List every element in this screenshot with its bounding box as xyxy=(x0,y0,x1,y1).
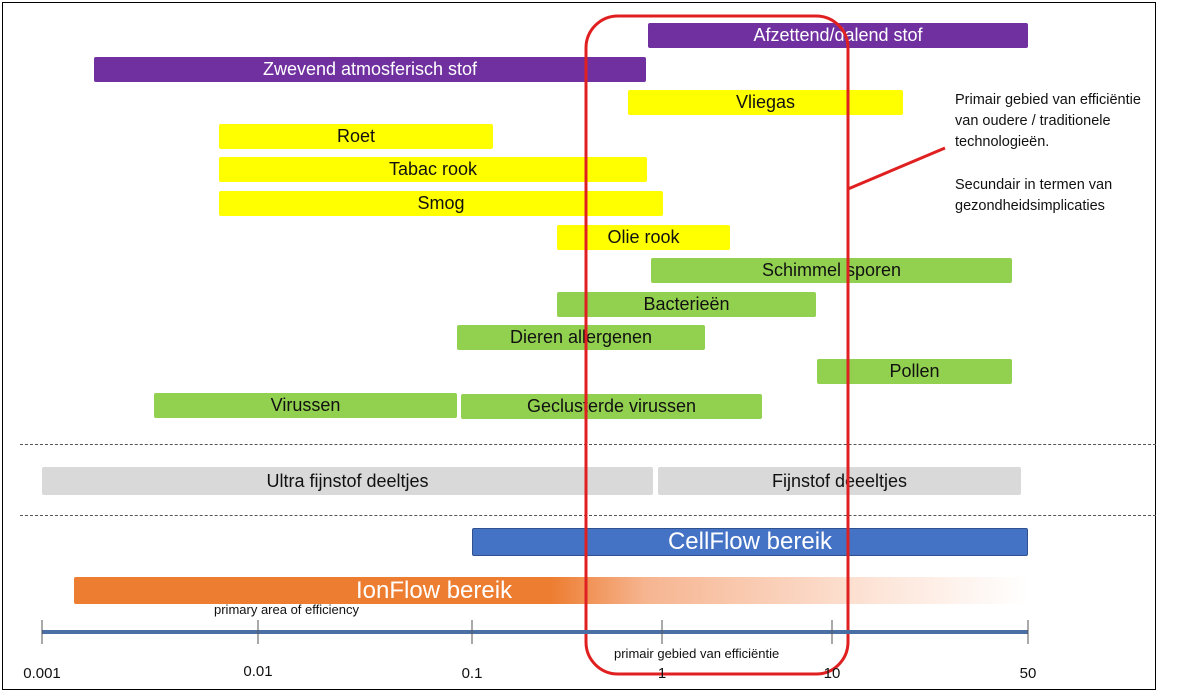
bar-label: Virussen xyxy=(270,395,341,415)
tick-label-001: 0.01 xyxy=(243,663,273,680)
bar-label: Tabac rook xyxy=(388,159,478,179)
bar-label: Bacterieën xyxy=(643,294,730,314)
callout-line xyxy=(847,146,946,191)
bar-label: Ultra fijnstof deeltjes xyxy=(266,470,429,491)
bar-schimmel: Schimmel sporen xyxy=(651,258,1012,283)
separator-bottom xyxy=(20,515,1156,516)
bar-label: Smog xyxy=(417,193,465,213)
bar-label: Dieren allergenen xyxy=(509,327,653,347)
bar-label: Fijnstof deeeltjes xyxy=(771,470,908,491)
primary-area-label: primary area of efficiency xyxy=(214,602,359,617)
diagram-frame xyxy=(2,2,1156,690)
tick-label-0001: 0.001 xyxy=(23,665,61,682)
annotation-note: Primair gebied van efficiëntie van ouder… xyxy=(955,90,1150,239)
bar-geclusterde: Geclusterde virussen xyxy=(461,394,762,419)
bar-smog: Smog xyxy=(219,191,663,216)
bar-label: CellFlow bereik xyxy=(667,528,833,555)
bar-afzettend: Afzettend/dalend stof xyxy=(648,23,1028,48)
bar-label: Roet xyxy=(336,126,376,146)
annotation-secondary: Secundair in termen van gezondheidsimpli… xyxy=(955,177,1113,214)
bar-roet: Roet xyxy=(219,124,493,149)
bar-dieren: Dieren allergenen xyxy=(457,325,705,350)
highlight-box xyxy=(584,14,850,676)
bar-fijnstof: Fijnstof deeeltjes xyxy=(658,467,1021,495)
bar-ionflow: IonFlow bereik xyxy=(74,577,1028,604)
bar-label: Pollen xyxy=(889,361,940,381)
bar-zwevend: Zwevend atmosferisch stof xyxy=(94,57,646,82)
bar-vliegas: Vliegas xyxy=(628,90,903,115)
tick-label-10: 10 xyxy=(823,665,841,682)
bar-label: Vliegas xyxy=(735,92,796,112)
bar-label: Geclusterde virussen xyxy=(526,396,697,416)
tick-label-01: 0.1 xyxy=(461,665,483,682)
tick-label-50: 50 xyxy=(1019,665,1037,682)
bar-tabac: Tabac rook xyxy=(219,157,647,182)
tick-label-1: 1 xyxy=(657,665,667,682)
bar-label: Afzettend/dalend stof xyxy=(753,25,923,45)
bar-label: Schimmel sporen xyxy=(761,260,902,280)
bar-label: Olie rook xyxy=(607,227,680,247)
bar-cellflow: CellFlow bereik xyxy=(472,528,1028,556)
bar-virussen: Virussen xyxy=(154,393,457,418)
bar-ultra-fijnstof: Ultra fijnstof deeltjes xyxy=(42,467,653,495)
annotation-primary: Primair gebied van efficiëntie van ouder… xyxy=(955,92,1141,150)
separator-top xyxy=(20,444,1156,445)
bar-bacterien: Bacterieën xyxy=(557,292,816,317)
primair-gebied-label: primair gebied van efficiëntie xyxy=(614,646,780,661)
bar-label: IonFlow bereik xyxy=(356,576,513,604)
bar-label: Zwevend atmosferisch stof xyxy=(262,59,478,79)
